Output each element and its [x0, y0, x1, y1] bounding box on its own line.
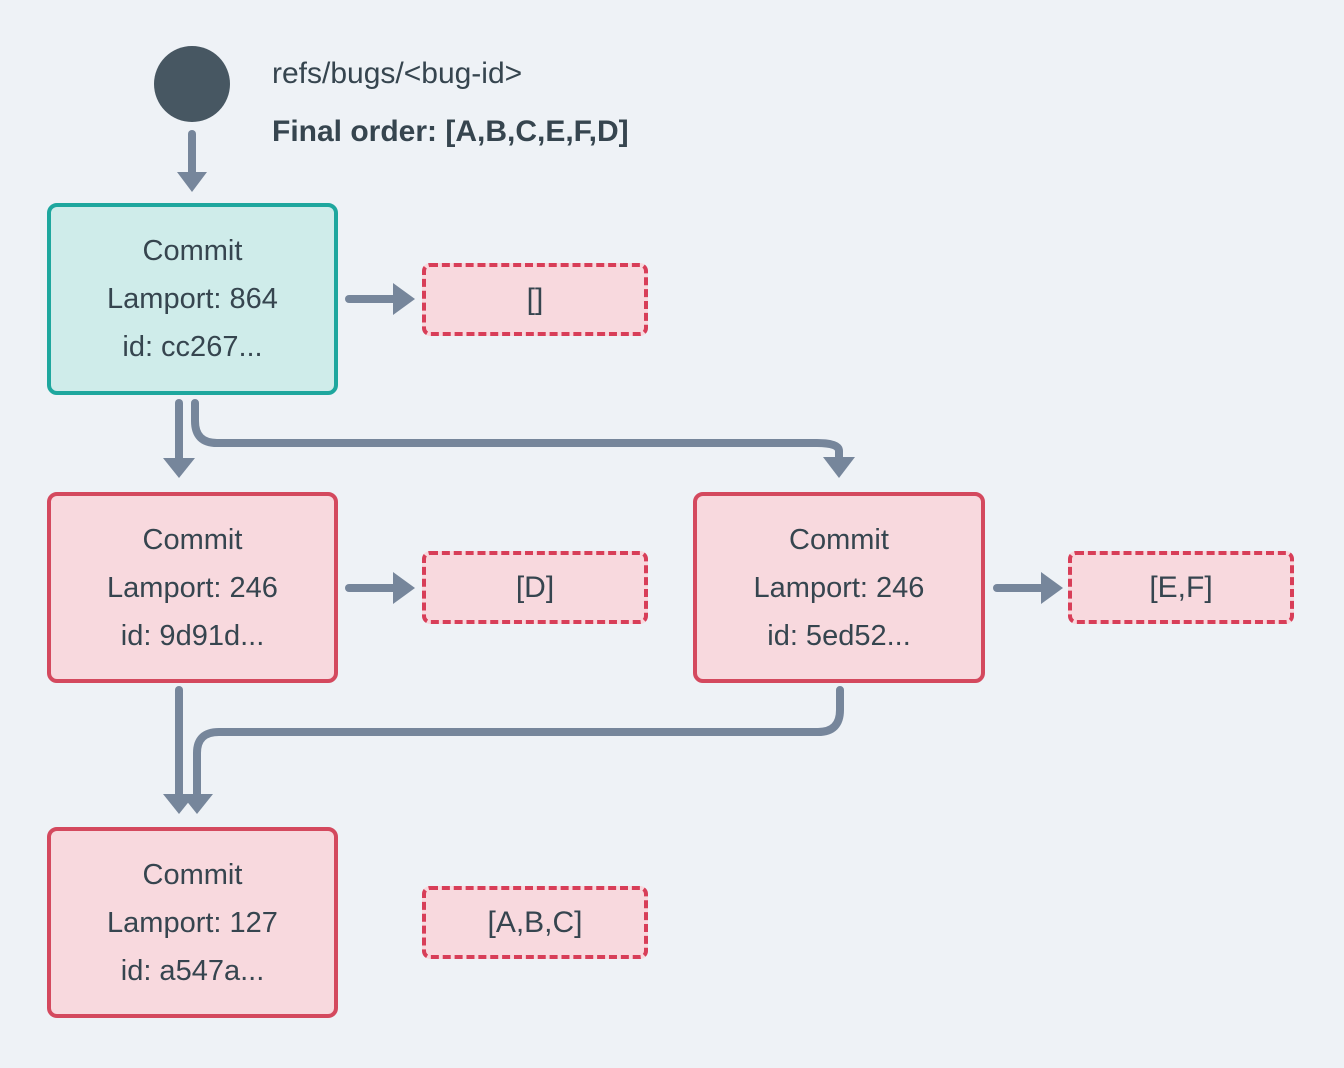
commit-id: id: 9d91d...	[120, 619, 265, 652]
arrow-root-to-ops	[345, 283, 415, 315]
commit-lamport: Lamport: 246	[753, 571, 925, 604]
arrow-right-to-ops	[993, 572, 1063, 604]
arrow-left-to-ops	[345, 572, 415, 604]
commit-id: id: 5ed52...	[767, 619, 911, 652]
commit-lamport: Lamport: 864	[107, 283, 278, 315]
commit-lamport: Lamport: 127	[107, 906, 278, 939]
commit-title: Commit	[142, 235, 243, 267]
commit-id: id: a547a...	[120, 954, 265, 987]
commit-node-bottom: Commit Lamport: 127 id: a547a...	[47, 827, 338, 1018]
ref-name-label: refs/bugs/<bug-id>	[272, 57, 523, 90]
final-order-label: Final order: [A,B,C,E,F,D]	[272, 115, 629, 148]
commit-node-root: Commit Lamport: 864 id: cc267...	[47, 203, 338, 395]
operations-box-root: []	[422, 263, 648, 336]
ref-head-node	[154, 46, 230, 122]
commit-title: Commit	[142, 523, 243, 556]
arrow-ref-to-root	[177, 130, 207, 192]
commit-title: Commit	[789, 523, 889, 556]
arrow-root-to-right	[191, 399, 855, 478]
arrow-root-to-left	[163, 399, 195, 478]
arrow-right-to-bottom	[181, 686, 844, 814]
operations-box-left: [D]	[422, 551, 648, 624]
commit-node-right: Commit Lamport: 246 id: 5ed52...	[693, 492, 985, 683]
commit-lamport: Lamport: 246	[107, 571, 278, 604]
operations-box-right: [E,F]	[1068, 551, 1294, 624]
commit-node-left: Commit Lamport: 246 id: 9d91d...	[47, 492, 338, 683]
commit-id: id: cc267...	[122, 331, 263, 363]
operations-box-bottom: [A,B,C]	[422, 886, 648, 959]
commit-title: Commit	[142, 858, 243, 891]
